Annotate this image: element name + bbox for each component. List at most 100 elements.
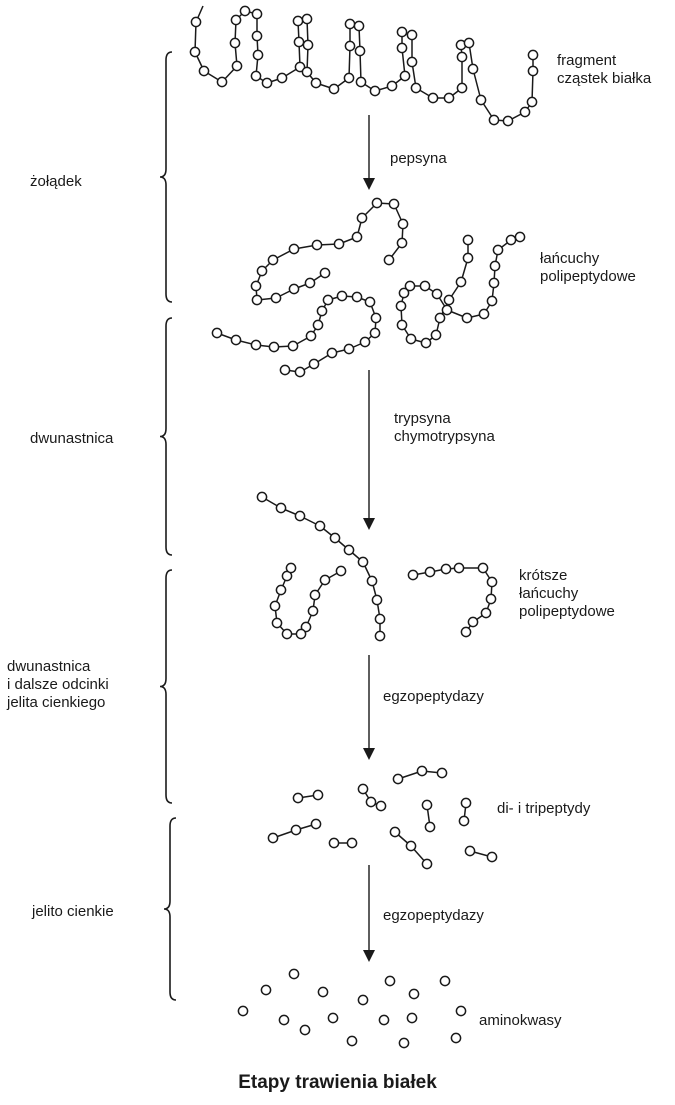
polypeptide-chain-2-bead [370,312,382,324]
amino-acid-6 [408,988,420,1000]
short-chain-2-bead [335,565,347,577]
short-chain-2-bead [285,562,297,574]
peptide-5-bead [460,797,472,809]
polypeptide-chain-1-bead [304,277,316,289]
amino-acid-14 [299,1024,311,1036]
bracket-small-intestine [163,817,177,1001]
protein-chain-bead [406,29,418,41]
protein-chain-bead [251,30,263,42]
peptide-8-bead [421,858,433,870]
polypeptide-chain-3-bead [478,308,490,320]
protein-chain-bead [410,82,422,94]
polypeptide-chain-3-bead [462,252,474,264]
protein-chain-bead [239,5,251,17]
peptide-6-bead [310,818,322,830]
polypeptide-chain-2-bead [211,327,223,339]
polypeptide-chain-1-bead [288,243,300,255]
protein-chain-bead [519,106,531,118]
peptide-4-bead [424,821,436,833]
polypeptide-chain-2-bead [250,339,262,351]
protein-chain-bead [526,96,538,108]
protein-chain-bead [475,94,487,106]
polypeptide-chain-2-bead [294,366,306,378]
peptide-1 [292,789,324,804]
polypeptide-chain-2-bead [326,347,338,359]
figure-caption: Etapy trawienia białek [238,1072,437,1093]
polypeptide-chain-3-bead [419,280,431,292]
protein-chain-bead [354,45,366,57]
amino-acid-15 [346,1035,358,1047]
polypeptide-chain-2 [211,290,382,378]
short-chain-2-bead [307,605,319,617]
peptide-2-bead [375,800,387,812]
peptide-7 [328,837,358,849]
protein-chain-bead [463,37,475,49]
amino-acid-4 [357,994,369,1006]
short-chain-1-bead [371,594,383,606]
protein-chain-bead [396,26,408,38]
amino-acid-8 [455,1005,467,1017]
peptide-2-bead [365,796,377,808]
polypeptide-chain-2-bead [312,319,324,331]
polypeptide-chain-1 [250,197,409,306]
enzyme-label-exopeptidase-2: egzopeptydazy [383,907,484,924]
short-chain-1-bead [374,630,386,642]
short-chain-1-bead [314,520,326,532]
protein-chain-bead [250,70,262,82]
short-chain-1-bead [343,544,355,556]
peptide-9-bead [464,845,476,857]
arrow-exopeptidase-2 [363,865,375,962]
amino-acid-7 [439,975,451,987]
stage-brackets [159,51,177,1001]
enzyme-label-exopeptidase-1: egzopeptydazy [383,688,484,705]
enzyme-label-trypsin: trypsyna chymotrypsyna [394,410,495,445]
polypeptide-chain-1-bead [311,239,323,251]
protein-chain-bead [251,8,263,20]
polypeptide-chain-3-bead [505,234,517,246]
enzyme-label-pepsin: pepsyna [390,150,447,167]
peptide-3 [392,765,448,785]
amino-acid-16 [398,1037,410,1049]
protein-chain-bead [396,42,408,54]
product-label-short-polypeptides: krótsze łańcuchy polipeptydowe [519,567,615,620]
peptide-7-bead [328,837,340,849]
polypeptide-chain-1-bead [396,237,408,249]
protein-chain-bead [386,80,398,92]
short-chain-2-bead [275,584,287,596]
peptide-4-bead [421,799,433,811]
amino-acid-2 [260,984,272,996]
polypeptide-chain-3-bead [486,295,498,307]
peptide-1-bead [292,792,304,804]
protein-chain-bead [344,40,356,52]
process-arrows [363,115,375,962]
protein-chain-bead [369,85,381,97]
short-chain-3 [407,562,498,638]
arrow-pepsin [363,115,375,190]
polypeptide-chain-1-bead [351,231,363,243]
polypeptide-chain-3-bead [404,280,416,292]
polypeptide-chain-2-bead [336,290,348,302]
peptide-3-bead [416,765,428,777]
polypeptide-chain-2-bead [268,341,280,353]
peptide-6 [267,818,322,844]
short-chain-1-bead [366,575,378,587]
polypeptide-chain-3-bead [434,312,446,324]
polypeptide-chain-3-bead [405,333,417,345]
bracket-stomach [159,51,173,303]
polypeptide-chain-3-bead [431,288,443,300]
protein-chain-bead [189,46,201,58]
amino-acid-1 [288,968,300,980]
short-chain-3-bead [407,569,419,581]
polypeptide-chain-3-bead [420,337,432,349]
polypeptide-chain-1-bead [333,238,345,250]
polypeptide-chain-3 [395,231,526,349]
short-chain-3-bead [485,593,497,605]
short-chain-2-bead [300,621,312,633]
polypeptide-chain-2-bead [364,296,376,308]
protein-chain-bead [443,92,455,104]
protein-chain [189,5,539,127]
polypeptide-chain-2-bead [308,358,320,370]
amino-acid-9 [237,1005,249,1017]
stage-label-duodenum: dwunastnica [30,430,114,447]
